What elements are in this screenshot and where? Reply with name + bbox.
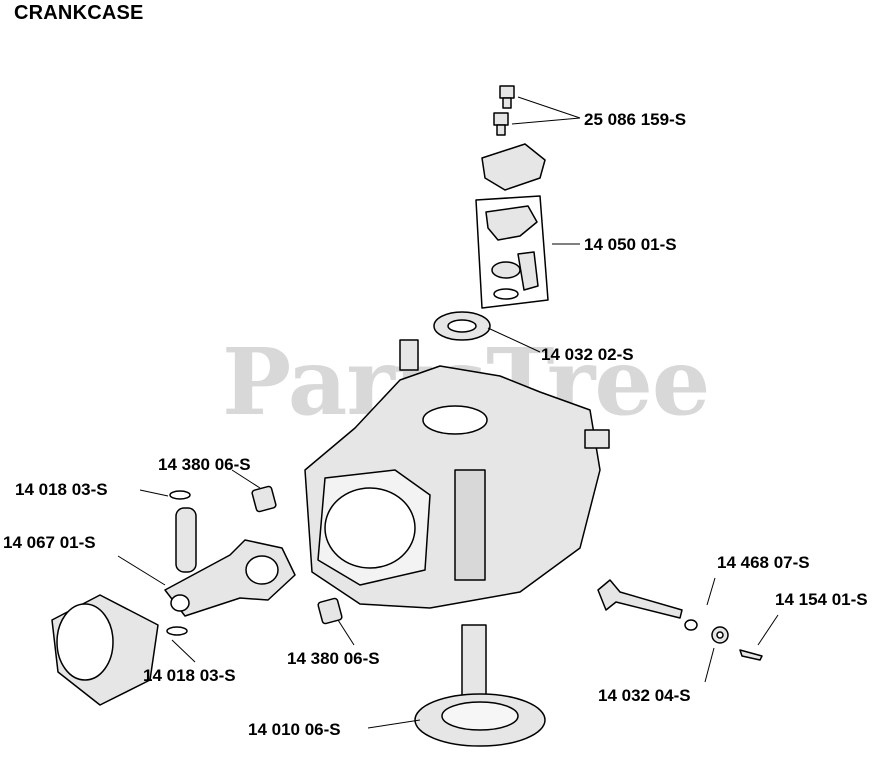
hairpin (739, 649, 763, 661)
o-ring (493, 288, 519, 300)
cover-plate (481, 143, 546, 191)
piston-pin (175, 507, 197, 573)
circlip-top (169, 490, 191, 500)
control-shaft (597, 579, 683, 619)
label-pin[interactable]: 14 154 01-S (775, 590, 868, 609)
label-circlip-bottom[interactable]: 14 018 03-S (143, 666, 236, 685)
label-washer[interactable]: 14 468 07-S (717, 553, 810, 572)
bolt-lower (493, 112, 509, 136)
bolt-upper (499, 85, 515, 109)
label-bolts[interactable]: 25 086 159-S (584, 110, 687, 129)
label-oil-seal-right[interactable]: 14 032 04-S (598, 686, 691, 705)
washer (684, 619, 698, 631)
circlip-bottom (166, 626, 188, 636)
label-dowel-pin-top[interactable]: 14 380 06-S (158, 455, 251, 474)
label-oil-seal-top[interactable]: 14 032 02-S (541, 345, 634, 364)
label-camshaft[interactable]: 14 010 06-S (248, 720, 341, 739)
label-circlip-top[interactable]: 14 018 03-S (15, 480, 108, 499)
dowel-pin-top (251, 485, 277, 513)
gasket (485, 205, 538, 241)
diagram-title: CRANKCASE (14, 2, 144, 24)
spring (491, 261, 521, 279)
label-dowel-pin-bottom[interactable]: 14 380 06-S (287, 649, 380, 668)
valve-cover (517, 251, 539, 291)
label-gasket-kit[interactable]: 14 050 01-S (584, 235, 677, 254)
dowel-pin-bottom (317, 597, 343, 625)
label-connecting-rod[interactable]: 14 067 01-S (3, 533, 96, 552)
